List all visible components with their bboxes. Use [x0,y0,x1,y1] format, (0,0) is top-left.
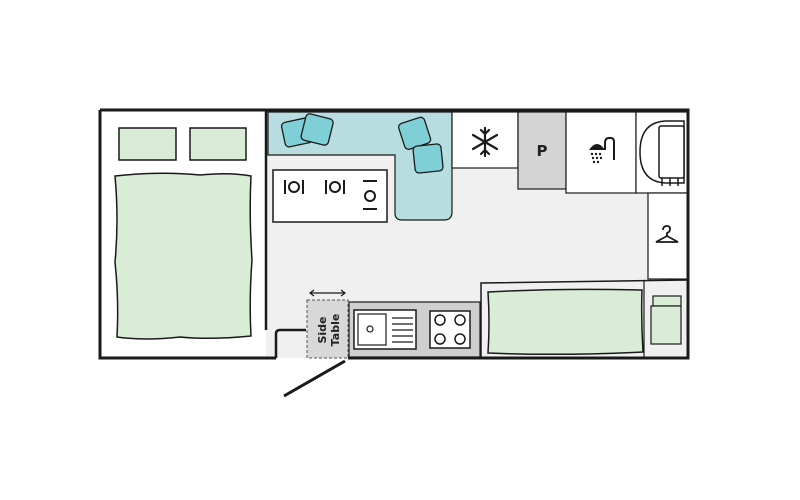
hanger-icon [655,225,679,243]
pillow-right [189,127,247,161]
sink-drain [366,325,374,333]
cushion [412,143,444,174]
cutlery-icon [363,180,377,210]
shower-icon [589,137,615,164]
cutlery-icon [284,180,304,194]
snowflake-icon [471,126,499,158]
toilet-icon [639,120,685,186]
front-cushion [650,305,682,345]
double-arrow-icon [309,289,346,297]
cooktop-icon [429,310,471,349]
dining-table [272,169,388,223]
side-table-label-line1: Side [316,316,329,343]
cutlery-icon [325,180,345,194]
drainer [392,317,413,343]
side-table [306,299,349,359]
double-bed [114,172,253,340]
shower [565,111,637,194]
side-table-label-line2: Table [329,314,342,347]
outer-walls [98,108,690,360]
pantry-label: P [537,142,548,160]
front-bed-frame [480,279,689,357]
entry-door [283,359,346,398]
pillow-left [118,127,177,161]
front-cushion [652,295,682,307]
front-lounge-bed [487,288,644,356]
cushion [300,113,334,146]
entry-wall-return [274,328,306,358]
